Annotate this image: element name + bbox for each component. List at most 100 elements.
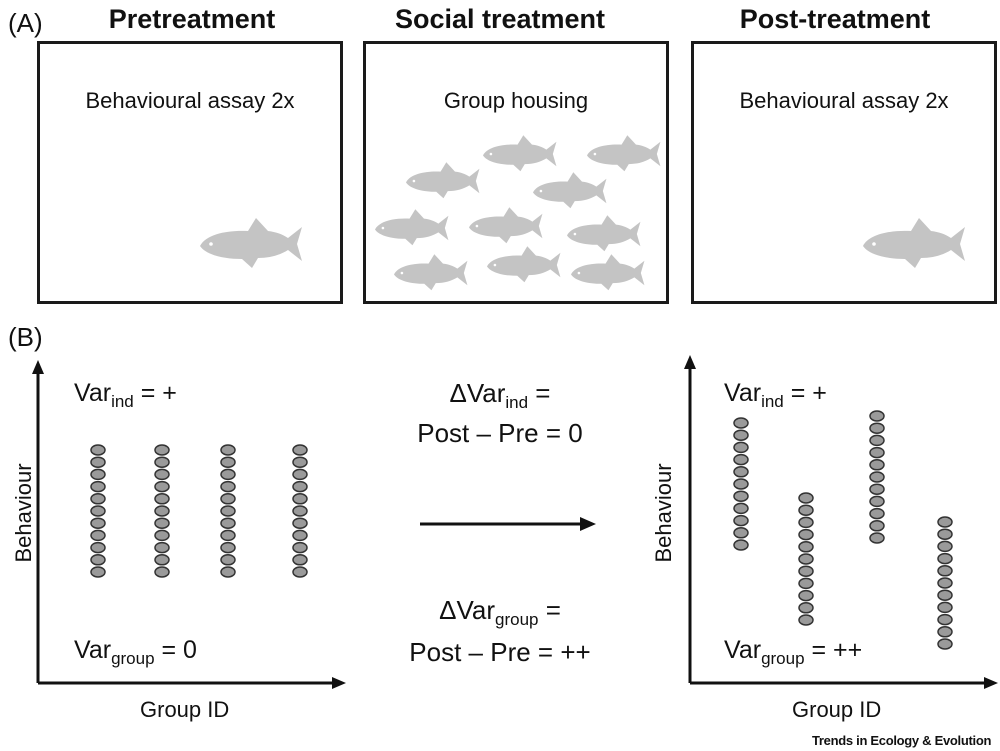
individual-dot — [292, 468, 308, 481]
individual-dot — [220, 517, 236, 529]
social-treatment-caption: Group housing — [443, 88, 589, 113]
individual-dot — [154, 468, 170, 481]
individual-dot — [90, 468, 106, 481]
individual-dot — [798, 541, 814, 553]
fish-icon — [571, 254, 645, 291]
individual-dot — [154, 566, 170, 578]
individual-dot — [733, 478, 749, 490]
individual-dot — [869, 483, 885, 495]
fish-icon — [406, 162, 480, 199]
individual-dot — [90, 444, 106, 456]
individual-dot — [798, 516, 814, 529]
individual-dot — [220, 529, 236, 542]
individual-dot — [798, 565, 814, 577]
individual-dot — [733, 527, 749, 539]
group-dots — [90, 410, 953, 650]
individual-dot — [220, 493, 236, 505]
fish-icon — [469, 207, 543, 244]
pretreatment-box: Behavioural assay 2x — [37, 41, 343, 304]
individual-dot — [869, 410, 885, 422]
individual-dot — [798, 528, 814, 541]
individual-dot — [869, 532, 885, 544]
left-x-axis-label: Group ID — [140, 697, 230, 722]
individual-dot — [292, 505, 308, 517]
left-var-group: Vargroup = 0 — [74, 636, 197, 668]
individual-dot — [154, 554, 170, 566]
left-y-axis-label: Behaviour — [11, 463, 36, 563]
individual-dot — [220, 505, 236, 517]
fish-icon — [533, 172, 607, 209]
individual-dot — [154, 444, 170, 456]
individual-dot — [90, 554, 106, 566]
individual-dot — [220, 566, 236, 578]
individual-dot — [733, 441, 749, 454]
individual-dot — [937, 613, 953, 626]
individual-dot — [869, 434, 885, 447]
individual-dot — [292, 480, 308, 493]
individual-dot — [733, 539, 749, 551]
individual-dot — [154, 541, 170, 554]
individual-dot — [154, 493, 170, 505]
individual-dot — [90, 480, 106, 493]
individual-dot — [733, 429, 749, 441]
delta-var-ind-formula: Post – Pre = 0 — [417, 418, 583, 448]
individual-dot — [937, 638, 953, 650]
individual-dot — [90, 566, 106, 578]
fish-icon — [863, 218, 965, 268]
right-var-ind: Varind = + — [724, 379, 827, 411]
individual-dot — [937, 565, 953, 577]
fish-icon — [483, 135, 557, 172]
individual-dot — [220, 541, 236, 554]
individual-dot — [869, 459, 885, 471]
right-x-axis-label: Group ID — [792, 697, 882, 722]
journal-footer: Trends in Ecology & Evolution — [812, 733, 992, 748]
individual-dot — [937, 552, 953, 565]
individual-dot — [220, 468, 236, 481]
individual-dot — [154, 529, 170, 542]
left-var-ind: Varind = + — [74, 379, 177, 411]
individual-dot — [90, 529, 106, 542]
pretreatment-caption: Behavioural assay 2x — [85, 88, 295, 113]
right-var-group: Vargroup = ++ — [724, 636, 863, 668]
individual-dot — [937, 626, 953, 638]
individual-dot — [154, 480, 170, 493]
individual-dot — [869, 422, 885, 434]
individual-dot — [937, 540, 953, 553]
individual-dot — [733, 417, 749, 429]
individual-dot — [90, 493, 106, 505]
post-treatment-box: Behavioural assay 2x — [691, 41, 997, 304]
individual-dot — [869, 520, 885, 532]
heading-social-treatment: Social treatment — [394, 4, 606, 34]
panel-a-label: (A) — [8, 8, 43, 38]
individual-dot — [154, 517, 170, 529]
individual-dot — [154, 456, 170, 468]
individual-dot — [292, 566, 308, 578]
delta-var-group-formula: Post – Pre = ++ — [409, 637, 591, 667]
individual-dot — [798, 602, 814, 614]
individual-dot — [292, 529, 308, 542]
individual-dot — [733, 490, 749, 502]
individual-dot — [90, 541, 106, 554]
individual-dot — [798, 589, 814, 602]
delta-var-ind: ΔVarind = — [449, 378, 551, 412]
individual-dot — [733, 466, 749, 478]
individual-dot — [798, 577, 814, 590]
individual-dot — [292, 493, 308, 505]
fish-icon — [375, 209, 449, 246]
individual-dot — [798, 492, 814, 504]
individual-dot — [220, 444, 236, 456]
individual-dot — [937, 577, 953, 589]
fish-icon — [587, 135, 661, 172]
individual-dot — [869, 495, 885, 508]
individual-dot — [292, 456, 308, 468]
individual-dot — [292, 517, 308, 529]
individual-dot — [154, 505, 170, 517]
individual-dot — [90, 517, 106, 529]
individual-dot — [90, 456, 106, 468]
heading-pretreatment: Pretreatment — [108, 4, 276, 34]
individual-dot — [220, 554, 236, 566]
individual-dot — [292, 541, 308, 554]
individual-dot — [220, 456, 236, 468]
individual-dot — [733, 502, 749, 515]
